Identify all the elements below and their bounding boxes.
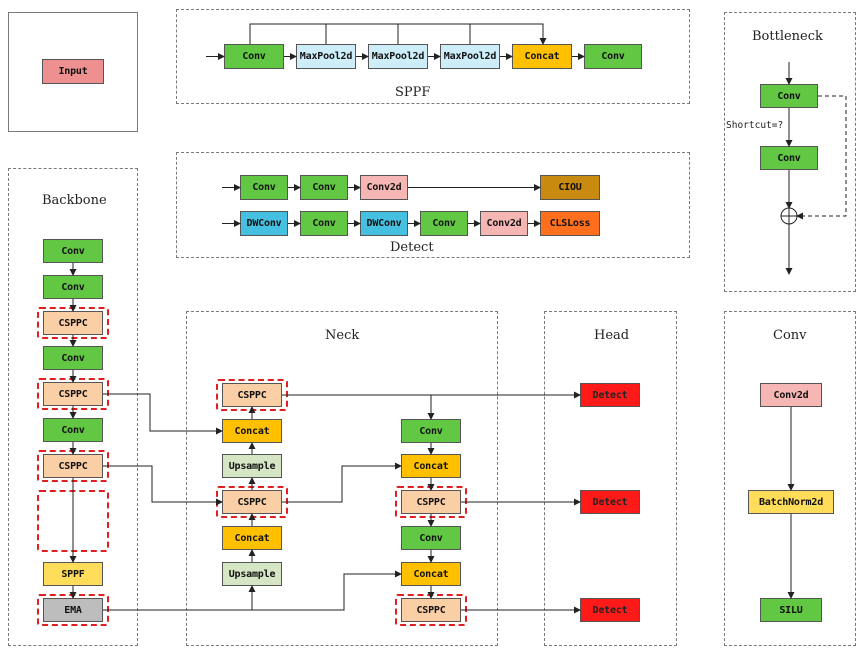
neck-left-concat-1: Concat — [222, 419, 282, 443]
detect-r1-conv-1: Conv — [240, 175, 288, 200]
head-detect-3: Detect — [580, 598, 640, 622]
sppf-concat: Concat — [512, 44, 572, 69]
detect-r2-conv-2: Conv — [420, 211, 468, 236]
bottleneck-conv-1: Conv — [760, 84, 818, 108]
sppf-maxpool-1: MaxPool2d — [296, 44, 356, 69]
neck-right-concat-1: Concat — [401, 454, 461, 478]
backbone-sppf: SPPF — [43, 562, 103, 586]
conv-silu: SILU — [760, 598, 822, 622]
detect-r1-conv-2: Conv — [300, 175, 348, 200]
head-title: Head — [594, 328, 630, 343]
backbone-csppc-3: CSPPC — [43, 454, 103, 478]
sppf-maxpool-3: MaxPool2d — [440, 44, 500, 69]
head-detect-2: Detect — [580, 490, 640, 514]
input-panel — [8, 12, 138, 132]
sppf-maxpool-2: MaxPool2d — [368, 44, 428, 69]
neck-left-upsample-1: Upsample — [222, 454, 282, 478]
neck-left-csppc-2: CSPPC — [222, 490, 282, 514]
sppf-conv-2: Conv — [584, 44, 642, 69]
neck-left-csppc-1: CSPPC — [222, 383, 282, 407]
detect-r2-dwconv-2: DWConv — [360, 211, 408, 236]
neck-left-concat-2: Concat — [222, 526, 282, 550]
neck-right-concat-2: Concat — [401, 562, 461, 586]
conv-conv2d: Conv2d — [760, 383, 822, 407]
conv-title: Conv — [773, 328, 807, 343]
conv-panel — [724, 311, 856, 646]
detect-r1-conv2d: Conv2d — [360, 175, 408, 200]
detect-ciou: CIOU — [540, 175, 600, 200]
head-panel — [544, 311, 677, 646]
backbone-conv-1: Conv — [43, 239, 103, 263]
neck-right-csppc-1: CSPPC — [401, 490, 461, 514]
neck-right-conv-1: Conv — [401, 419, 461, 443]
sppf-title: SPPF — [395, 85, 431, 100]
bottleneck-panel — [724, 12, 856, 292]
backbone-conv-3: Conv — [43, 346, 103, 370]
backbone-title: Backbone — [42, 193, 107, 208]
backbone-conv-4: Conv — [43, 418, 103, 442]
head-detect-1: Detect — [580, 383, 640, 407]
backbone-csppc-2: CSPPC — [43, 382, 103, 406]
neck-left-upsample-2: Upsample — [222, 562, 282, 586]
sppf-panel — [176, 9, 690, 104]
neck-right-conv-2: Conv — [401, 526, 461, 550]
detect-r2-conv-1: Conv — [300, 211, 348, 236]
input-node: Input — [42, 59, 104, 84]
backbone-ema: EMA — [43, 598, 103, 622]
detect-r2-conv2d: Conv2d — [480, 211, 528, 236]
detect-clsloss: CLSLoss — [540, 211, 600, 236]
backbone-conv-2: Conv — [43, 275, 103, 299]
neck-right-csppc-2: CSPPC — [401, 598, 461, 622]
bottleneck-conv-2: Conv — [760, 146, 818, 170]
sppf-conv-1: Conv — [224, 44, 284, 69]
detect-panel — [176, 152, 690, 258]
detect-r2-dwconv-1: DWConv — [240, 211, 288, 236]
detect-title: Detect — [390, 240, 434, 255]
conv-batchnorm2d: BatchNorm2d — [748, 490, 834, 514]
shortcut-label: Shortcut=? — [726, 120, 784, 131]
backbone-empty-highlight — [37, 490, 109, 552]
backbone-csppc-1: CSPPC — [43, 311, 103, 335]
neck-title: Neck — [325, 328, 360, 343]
bottleneck-title: Bottleneck — [752, 29, 823, 44]
